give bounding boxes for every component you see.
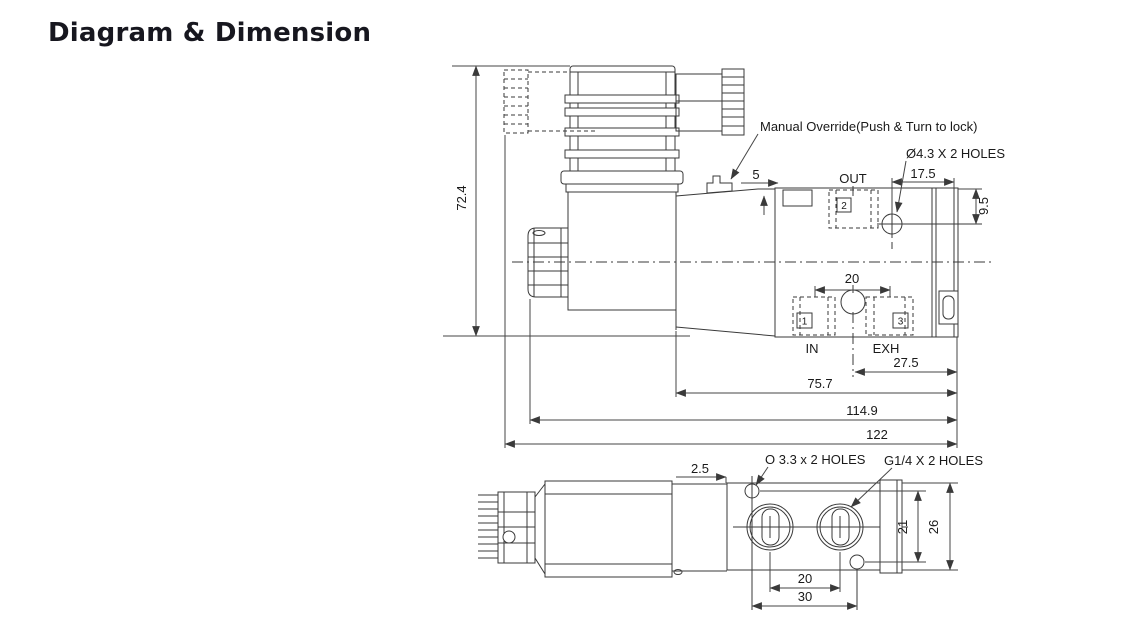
dim-mount-pitch-y: 21 bbox=[760, 490, 926, 563]
side-mount-hole bbox=[877, 211, 982, 249]
cable-gland bbox=[721, 68, 745, 136]
svg-text:5: 5 bbox=[752, 167, 759, 182]
svg-text:O 3.3 x 2 HOLES: O 3.3 x 2 HOLES bbox=[765, 452, 866, 467]
solenoid-body-side bbox=[527, 191, 677, 311]
svg-text:122: 122 bbox=[866, 427, 888, 442]
mount-hole-1 bbox=[744, 483, 760, 499]
svg-text:Ø4.3 X 2 HOLES: Ø4.3 X 2 HOLES bbox=[906, 146, 1005, 161]
svg-text:G1/4 X 2 HOLES: G1/4 X 2 HOLES bbox=[884, 453, 983, 468]
dim-body-width: 26 bbox=[902, 482, 958, 571]
svg-text:9.5: 9.5 bbox=[976, 197, 991, 215]
page-title: Diagram & Dimension bbox=[48, 18, 372, 48]
svg-text:Manual Override(Push & Turn to: Manual Override(Push & Turn to lock) bbox=[760, 119, 977, 134]
svg-text:2.5: 2.5 bbox=[691, 461, 709, 476]
label-out: OUT bbox=[839, 171, 867, 186]
label-in: IN bbox=[806, 341, 819, 356]
svg-text:26: 26 bbox=[926, 520, 941, 534]
bottom-connector-fins bbox=[478, 494, 498, 559]
mount-hole-2 bbox=[849, 554, 865, 570]
svg-text:27.5: 27.5 bbox=[893, 355, 918, 370]
port-out: 2 bbox=[828, 186, 879, 229]
dim-overall-length: 122 bbox=[504, 135, 958, 448]
svg-text:21: 21 bbox=[895, 520, 910, 534]
bottom-valve-plate bbox=[726, 476, 908, 610]
coil-flange bbox=[560, 170, 684, 185]
port-in: 1 bbox=[792, 296, 836, 336]
solenoid-coil-top bbox=[560, 65, 684, 193]
svg-text:72.4: 72.4 bbox=[454, 185, 469, 210]
port-out-number: 2 bbox=[841, 201, 847, 212]
label-top-holes: Ø4.3 X 2 HOLES bbox=[894, 146, 1005, 213]
label-mount-holes: O 3.3 x 2 HOLES bbox=[755, 452, 866, 486]
dim-body-with-coil: 114.9 bbox=[529, 299, 958, 424]
dim-edge-offset: 2.5 bbox=[676, 461, 727, 483]
label-manual-override: Manual Override(Push & Turn to lock) bbox=[730, 119, 977, 180]
dim-mount-pitch-x: 30 bbox=[751, 589, 858, 610]
dim-override-step: 5 bbox=[741, 167, 779, 215]
dim-port-pitch-main: 20 bbox=[814, 271, 891, 297]
g-quarter-port-a bbox=[746, 503, 794, 551]
dim-valve-length: 75.7 bbox=[675, 331, 958, 397]
connector-alternate-dashed bbox=[503, 69, 597, 134]
svg-text:30: 30 bbox=[798, 589, 812, 604]
top-boss bbox=[782, 189, 813, 207]
g-quarter-port-b bbox=[816, 503, 864, 551]
connector-right bbox=[675, 68, 745, 136]
bottom-knurled-drum bbox=[497, 483, 546, 575]
dim-overall-height: 72.4 bbox=[443, 65, 690, 337]
svg-text:17.5: 17.5 bbox=[910, 166, 935, 181]
port-exh-number: 3 bbox=[898, 317, 904, 328]
dim-port-pitch-bottom: 20 bbox=[769, 552, 841, 592]
dim-hole-from-top: 9.5 bbox=[958, 188, 991, 225]
svg-text:20: 20 bbox=[798, 571, 812, 586]
svg-text:20: 20 bbox=[845, 271, 859, 286]
label-thread-holes: G1/4 X 2 HOLES bbox=[850, 453, 983, 508]
svg-text:114.9: 114.9 bbox=[846, 403, 878, 418]
front-pilot-hole bbox=[840, 285, 866, 377]
svg-text:75.7: 75.7 bbox=[807, 376, 832, 391]
port-exh: 3 bbox=[865, 296, 914, 336]
bottom-yoke bbox=[672, 483, 728, 572]
yoke bbox=[675, 175, 776, 337]
manual-override-button bbox=[706, 175, 733, 194]
label-exh: EXH bbox=[873, 341, 900, 356]
port-in-number: 1 bbox=[802, 317, 808, 328]
valve-body-main bbox=[774, 187, 959, 338]
bottom-coil-body bbox=[544, 480, 683, 578]
